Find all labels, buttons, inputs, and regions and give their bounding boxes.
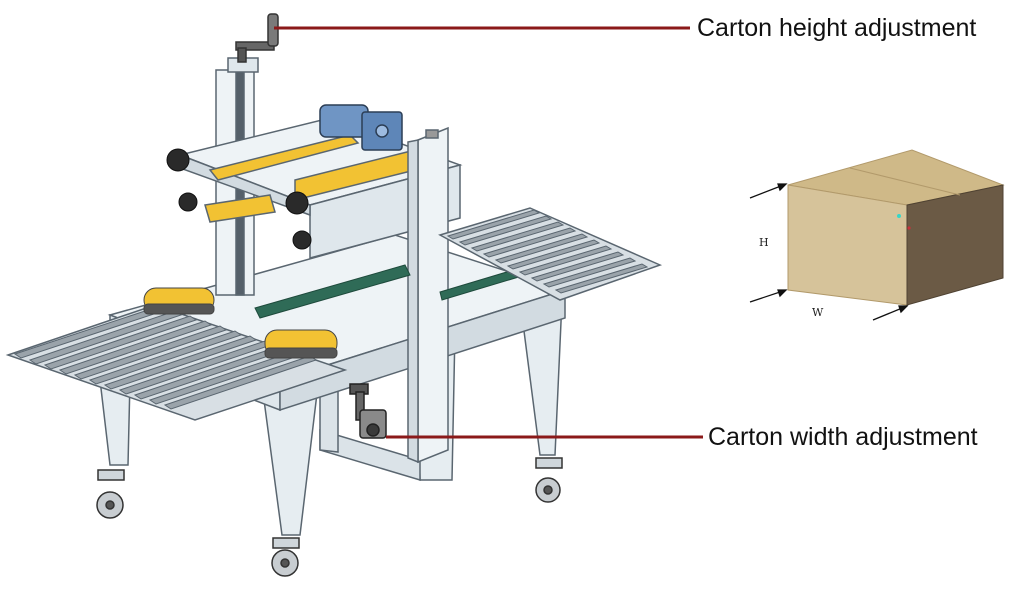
leader-lines bbox=[274, 26, 703, 439]
left-roller-conveyor bbox=[5, 304, 348, 421]
carton-w-label: W bbox=[812, 306, 824, 319]
knob-left-top bbox=[166, 148, 190, 172]
callout-height-adjustment: Carton height adjustment bbox=[697, 14, 977, 42]
side-guides bbox=[143, 287, 338, 359]
carton-side-face bbox=[906, 184, 1004, 306]
upper-yellow-bar bbox=[208, 134, 360, 181]
motor bbox=[319, 104, 403, 151]
callout-width-adjustment: Carton width adjustment bbox=[708, 423, 978, 451]
right-rollers bbox=[446, 209, 649, 294]
knob-center-bottom bbox=[292, 230, 312, 250]
knob-left-bottom bbox=[178, 192, 198, 212]
knob-center-top bbox=[285, 191, 309, 215]
carton-front-face bbox=[787, 184, 908, 306]
carton-marker-dot bbox=[897, 214, 901, 218]
carton-h-label: H bbox=[759, 236, 769, 249]
height-crank-handle bbox=[235, 13, 279, 63]
motor-body bbox=[319, 104, 369, 138]
left-rollers bbox=[13, 305, 318, 410]
adjustment-knobs bbox=[166, 148, 312, 250]
width-adjust-handle bbox=[349, 383, 387, 439]
caster-wheels bbox=[96, 457, 563, 577]
carton-dimension-arrows bbox=[749, 183, 909, 321]
belt-lower bbox=[254, 264, 411, 319]
right-roller-conveyor bbox=[438, 207, 663, 301]
front-column bbox=[407, 126, 449, 464]
carton-sealer-machine bbox=[5, 13, 663, 577]
upper-yellow-flap bbox=[204, 194, 276, 223]
carton-box: H W bbox=[749, 149, 1005, 321]
